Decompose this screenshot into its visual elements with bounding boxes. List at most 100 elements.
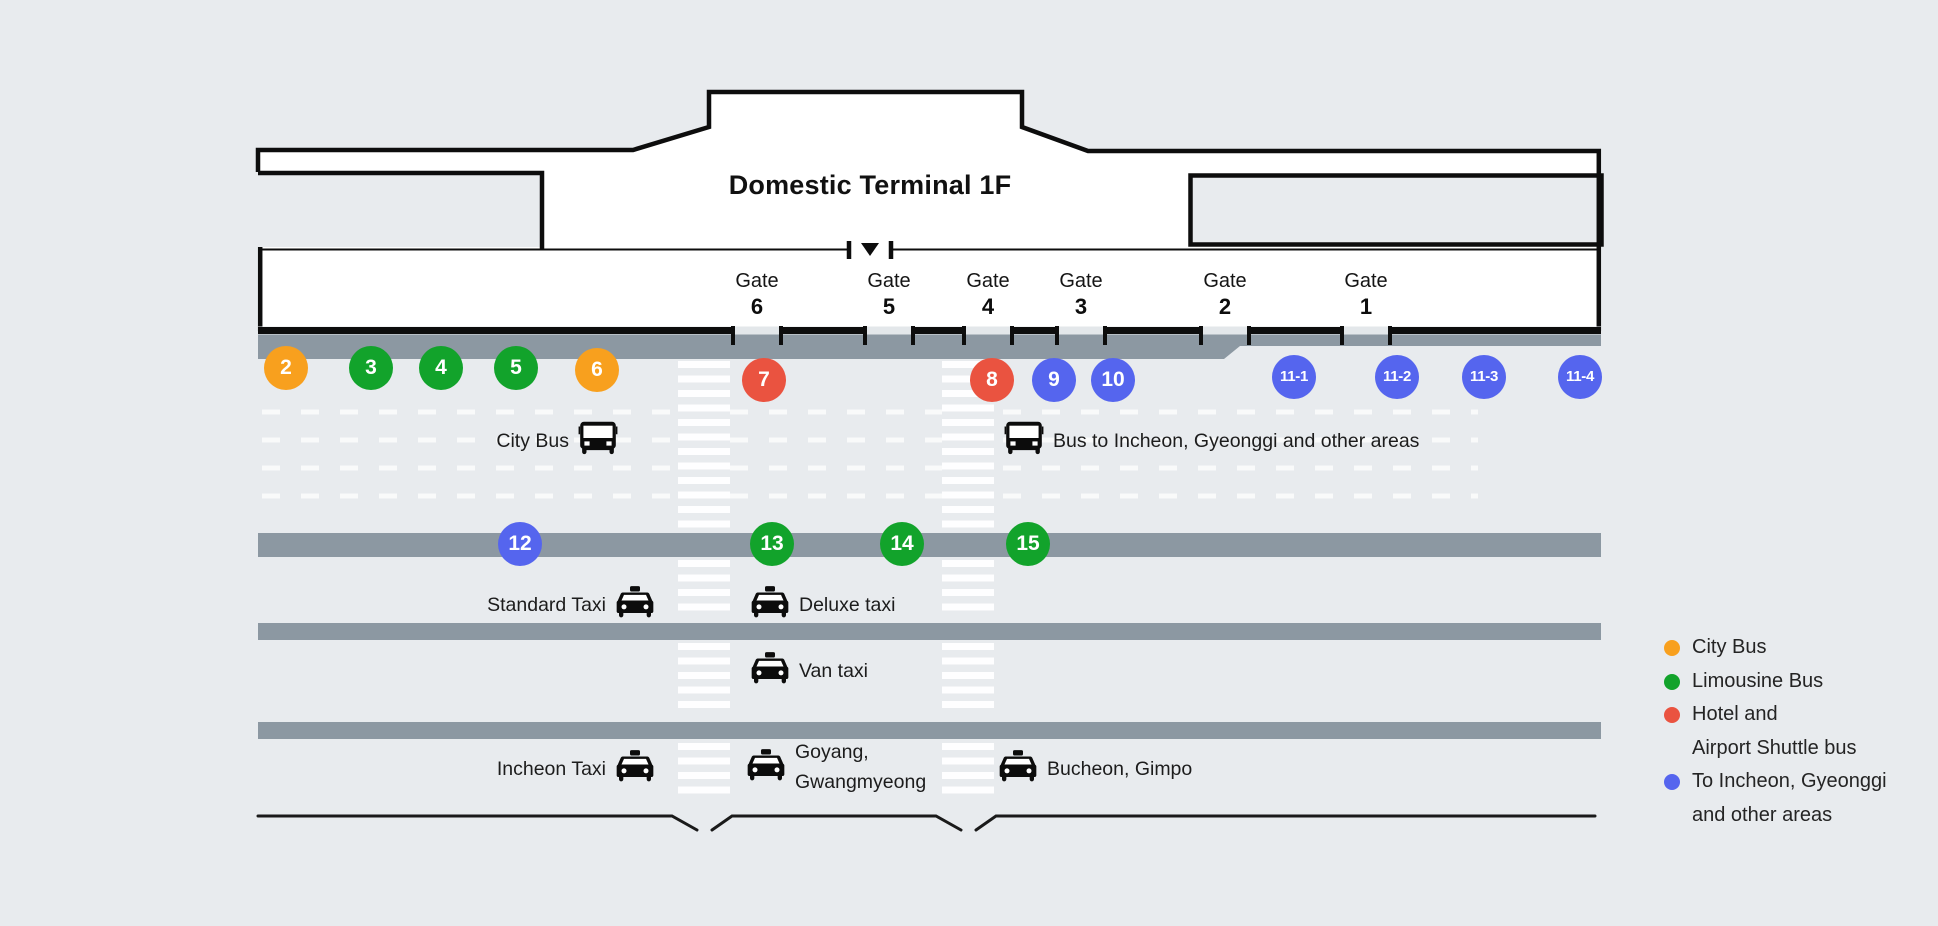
crosswalk-stripe (942, 772, 994, 779)
gate-word: Gate (1203, 270, 1247, 292)
label-line: Bus to Incheon, Gyeonggi and other areas (1053, 429, 1420, 452)
crosswalk-stripe (678, 643, 730, 650)
bus-stop-8: 8 (970, 358, 1014, 402)
bus-stop-9: 9 (1032, 358, 1076, 402)
crosswalk-stripe (942, 448, 994, 455)
crosswalk-stripe (678, 448, 730, 455)
gate-word: Gate (966, 270, 1010, 292)
bus-stop-11-1: 11-1 (1272, 355, 1316, 399)
bus-stop-5: 5 (494, 346, 538, 390)
bus-icon-wrap (578, 421, 618, 460)
city-bus-label: City Bus (496, 421, 618, 460)
bus-icon (1004, 421, 1044, 455)
crosswalk-stripe (678, 477, 730, 484)
crosswalk-stripe (942, 701, 994, 708)
standard-taxi-label: Standard Taxi (487, 586, 655, 623)
crosswalk-stripe (942, 462, 994, 470)
crosswalk-stripe (678, 419, 730, 426)
bus-stop-3: 3 (349, 346, 393, 390)
crosswalk-stripe (942, 361, 994, 368)
taxi-icon-wrap (750, 586, 790, 623)
taxi-icon (751, 652, 789, 684)
crosswalk-stripe (678, 520, 730, 528)
label-line: Standard Taxi (487, 593, 606, 616)
crosswalk-stripe (678, 433, 730, 441)
bus-stop-2: 2 (264, 346, 308, 390)
crosswalk-stripe (942, 786, 994, 794)
legend-entry-limousine_bus: Limousine Bus (1664, 665, 1887, 699)
bucheon-gimpo-label: Bucheon, Gimpo (998, 750, 1192, 787)
deluxe-taxi-label-text: Deluxe taxi (799, 590, 895, 620)
label-line: City Bus (496, 429, 569, 452)
crosswalk-stripe (678, 672, 730, 679)
bus-icon-wrap (1004, 421, 1044, 460)
legend-dot-hotel_shuttle (1664, 707, 1680, 723)
incheon-taxi-label-text: Incheon Taxi (497, 754, 606, 784)
legend-line: City Bus (1692, 636, 1767, 658)
label-line: Incheon Taxi (496, 757, 606, 780)
building-right-notch (1188, 173, 1604, 247)
city-bus-label-text: City Bus (496, 426, 569, 456)
crosswalk-stripe (942, 657, 994, 665)
bus-stop-12: 12 (498, 522, 542, 566)
gate-number: 6 (750, 294, 764, 319)
crosswalk-stripe (942, 757, 994, 765)
crosswalk-stripe (942, 390, 994, 397)
bus-stop-10: 10 (1091, 358, 1135, 402)
legend-dot-limousine_bus (1664, 673, 1680, 690)
label-line: Gwangmyeong (795, 771, 927, 793)
van-taxi-label: Van taxi (750, 652, 868, 689)
crosswalk-stripe (678, 574, 730, 582)
bus-stop-14: 14 (880, 522, 924, 566)
taxi-icon-wrap (615, 750, 655, 787)
lane-dashes (262, 409, 1478, 499)
road-median (258, 533, 1601, 557)
crosswalk-stripe (942, 560, 994, 567)
bus-stop-15: 15 (1006, 522, 1050, 566)
legend-dot-city_bus (1664, 640, 1680, 656)
taxi-icon-wrap (750, 652, 790, 689)
gate-number: 1 (1359, 294, 1373, 319)
legend-line: Hotel and (1692, 703, 1778, 725)
legend-text: City Bus (1692, 631, 1766, 665)
taxi-icon-wrap (615, 586, 655, 623)
taxi-icon (616, 586, 654, 618)
concourse-top-line (258, 241, 1599, 259)
crosswalk-stripe (942, 506, 994, 513)
crosswalk-stripe (678, 361, 730, 368)
standard-taxi-label-text: Standard Taxi (487, 590, 606, 620)
crosswalk-stripe (678, 701, 730, 708)
taxi-icon (751, 586, 789, 618)
crosswalk-stripe (942, 477, 994, 484)
crosswalk-stripe (678, 589, 730, 596)
crosswalk-stripe (942, 643, 994, 650)
crosswalk-bg-1 (678, 359, 730, 532)
bus-stop-13: 13 (750, 522, 794, 566)
road-lower-1 (258, 623, 1601, 640)
crosswalk-stripe (942, 574, 994, 582)
crosswalk-stripe (942, 672, 994, 679)
bus-stop-11-3: 11-3 (1462, 355, 1506, 399)
van-taxi-label-text: Van taxi (799, 656, 868, 686)
gate-word: Gate (1344, 270, 1388, 292)
bucheon-gimpo-label-text: Bucheon, Gimpo (1047, 754, 1192, 784)
gate-word: Gate (735, 270, 779, 292)
crosswalk-stripe (678, 786, 730, 794)
bus-incheon-label: Bus to Incheon, Gyeonggi and other areas (1004, 421, 1419, 460)
gate-word: Gate (867, 270, 911, 292)
building-outline (255, 89, 1602, 331)
bus-stop-6: 6 (575, 348, 619, 392)
taxi-icon-wrap (998, 750, 1038, 787)
road-lower-2 (258, 722, 1601, 739)
bus-stop-7: 7 (742, 358, 786, 402)
crosswalk-stripe (942, 419, 994, 426)
label-line: Deluxe taxi (799, 593, 896, 616)
crosswalk-stripes (678, 361, 994, 794)
